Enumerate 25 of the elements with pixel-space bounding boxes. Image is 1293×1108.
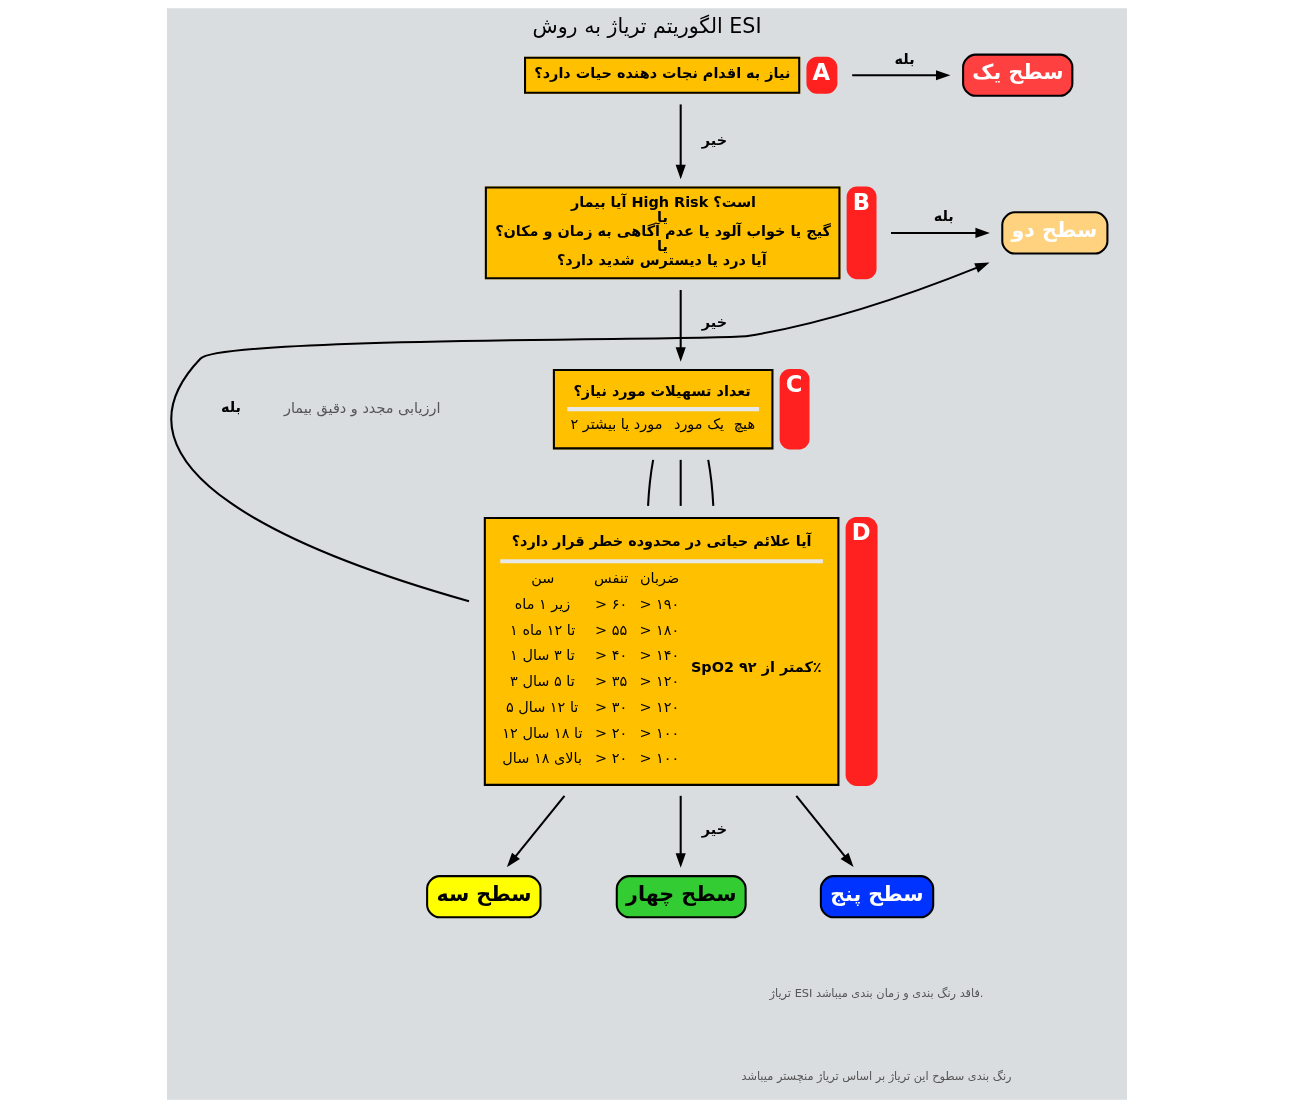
arrow (675, 104, 686, 180)
node-label: B (852, 188, 870, 215)
edge-label: خیر (701, 314, 727, 331)
node-label: C (785, 371, 802, 398)
connector (646, 459, 654, 506)
arrow (851, 70, 950, 81)
arrow (675, 795, 686, 868)
label: رنگ بندی سطوح این تریاژ بر اساس تریاژ منچستر میباشد (740, 1068, 1012, 1083)
label: تریاژ ESI فاقد رنگ بندی و زمان بندی میباشد. (769, 985, 983, 1000)
arrow (890, 227, 990, 238)
edge-label: خیر (701, 132, 727, 148)
arrow (675, 290, 686, 362)
node-label: D (851, 519, 871, 546)
arrow (795, 795, 854, 868)
connector (706, 459, 714, 506)
edge-label: بله (933, 208, 954, 225)
arrow (506, 795, 565, 868)
connector (679, 459, 682, 506)
diagram-title: الگوریتم تریاژ به روش ESI (532, 13, 761, 38)
edge-label: بله (220, 399, 241, 416)
node-label: A (812, 58, 830, 85)
arrow (170, 262, 989, 603)
label: ارزیابی مجدد و دقیق بیمار (283, 399, 440, 416)
edge-label: خیر (701, 820, 727, 837)
edge-label: بله (894, 50, 915, 67)
